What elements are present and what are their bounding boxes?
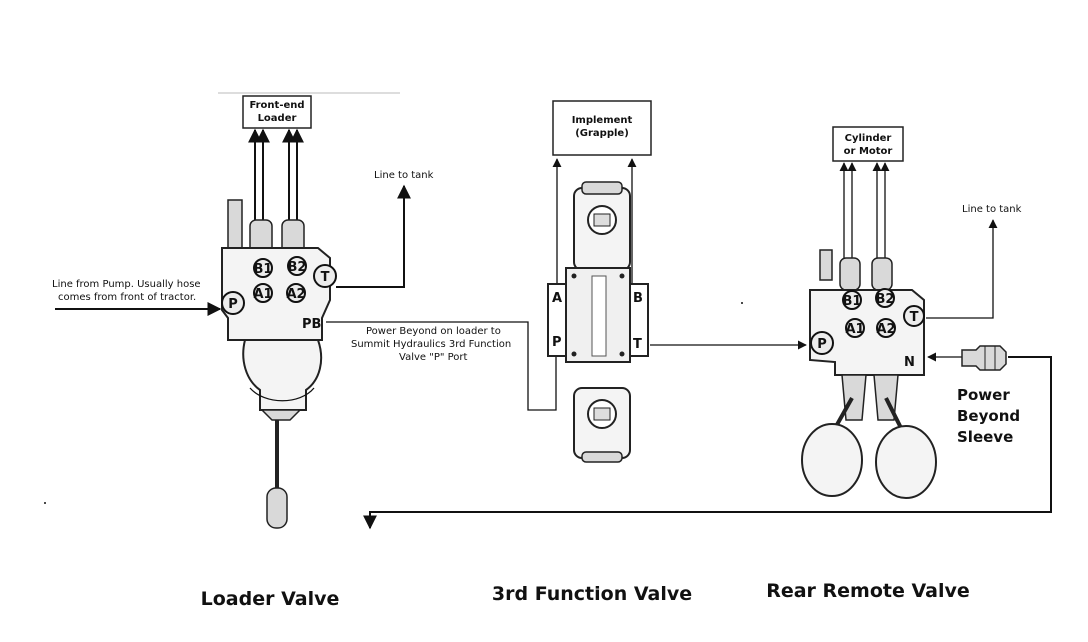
rear-port-t-label: T bbox=[910, 310, 919, 325]
sleeve-label-2: Beyond bbox=[957, 407, 1020, 425]
solenoid-bottom-plug bbox=[593, 407, 611, 421]
solenoid-top-cap bbox=[581, 181, 623, 195]
line-to-tank-label-2: Line to tank bbox=[962, 204, 1022, 215]
rear-knob-2 bbox=[875, 425, 937, 499]
third-port-p: P bbox=[552, 335, 562, 350]
front-end-loader-label-1: Front-end bbox=[249, 100, 304, 111]
rear-port-a2-circle bbox=[876, 318, 896, 338]
rear-port-b1-circle bbox=[842, 290, 862, 310]
bolt-1 bbox=[571, 273, 577, 279]
port-a1-circle bbox=[253, 283, 273, 303]
bolt-4 bbox=[619, 351, 625, 357]
rear-lever-2 bbox=[884, 397, 904, 431]
joystick-handle bbox=[266, 487, 288, 529]
pump-note-line-1: Line from Pump. Usually hose bbox=[52, 279, 201, 290]
bolt-2 bbox=[619, 273, 625, 279]
rear-port-a1-circle bbox=[845, 318, 865, 338]
joystick-boot bbox=[260, 409, 302, 421]
solenoid-top-plug bbox=[593, 213, 611, 227]
third-port-a: A bbox=[552, 291, 562, 306]
rear-remote-valve: Cylinder or Motor B1 B2 A1 A2 T P N Lin bbox=[801, 126, 1022, 499]
rear-port-a1-label: A1 bbox=[845, 322, 864, 337]
rear-relief-valve bbox=[819, 249, 833, 281]
stray-dot-2 bbox=[741, 302, 743, 304]
implement-box bbox=[552, 100, 652, 156]
rear-port-p-circle bbox=[810, 331, 834, 355]
return-line bbox=[363, 356, 1052, 530]
cylinder-motor-label-1: Cylinder bbox=[845, 133, 892, 144]
rear-knob-1 bbox=[801, 423, 863, 497]
rear-port-b2-label: B2 bbox=[876, 292, 895, 307]
rear-spool-cap-1 bbox=[839, 257, 861, 291]
port-b2-circle bbox=[287, 256, 307, 276]
power-beyond-sleeve bbox=[961, 345, 1007, 371]
port-pb-label: PB bbox=[302, 317, 321, 332]
joystick-base bbox=[242, 339, 323, 411]
port-t-label: T bbox=[321, 270, 330, 285]
port-t-circle bbox=[313, 264, 337, 288]
third-port-t: T bbox=[633, 337, 642, 352]
sleeve-label-1: Power bbox=[957, 386, 1010, 404]
sleeve-label-3: Sleeve bbox=[957, 428, 1013, 446]
caption-third-function-valve: 3rd Function Valve bbox=[492, 583, 692, 605]
caption-loader-valve: Loader Valve bbox=[201, 588, 340, 610]
rear-spool-cap-2 bbox=[871, 257, 893, 291]
caption-rear-remote-valve: Rear Remote Valve bbox=[766, 580, 970, 602]
pump-note-line-2: comes from front of tractor. bbox=[58, 292, 196, 303]
cylinder-motor-label-2: or Motor bbox=[844, 146, 893, 157]
stray-dot-1 bbox=[44, 502, 46, 504]
solenoid-bottom-cap bbox=[581, 451, 623, 463]
pb-note-line-2: Summit Hydraulics 3rd Function bbox=[351, 339, 511, 350]
port-b2-label: B2 bbox=[288, 260, 307, 275]
implement-label-1: Implement bbox=[572, 115, 633, 126]
pb-note-line-1: Power Beyond on loader to bbox=[366, 326, 501, 337]
rear-tank-line bbox=[926, 219, 998, 319]
port-p-circle bbox=[221, 291, 245, 315]
third-function-valve: Implement (Grapple) A B P T bbox=[547, 100, 652, 463]
rear-port-b2-circle bbox=[875, 288, 895, 308]
loader-tank-line bbox=[336, 184, 411, 288]
rear-port-n-label: N bbox=[904, 355, 915, 370]
rear-port-a2-label: A2 bbox=[876, 322, 895, 337]
line-to-tank-label-1: Line to tank bbox=[374, 170, 434, 181]
port-a1-label: A1 bbox=[253, 287, 272, 302]
relief-valve bbox=[227, 199, 243, 249]
pb-note-line-3: Valve "P" Port bbox=[399, 352, 468, 363]
port-a2-label: A2 bbox=[286, 287, 305, 302]
boot-ring bbox=[249, 387, 315, 402]
port-b1-circle bbox=[253, 258, 273, 278]
front-end-loader-box bbox=[242, 95, 312, 129]
loader-valve: Front-end Loader B1 B2 A1 A2 T P PB Line bbox=[52, 92, 434, 529]
rear-port-t-circle bbox=[903, 305, 925, 327]
rear-port-p-label: P bbox=[817, 337, 827, 352]
cylinder-motor-box bbox=[832, 126, 904, 162]
power-beyond-line bbox=[326, 321, 561, 411]
front-end-loader-label-2: Loader bbox=[258, 113, 297, 124]
third-port-b: B bbox=[633, 291, 643, 306]
port-p-label: P bbox=[228, 297, 238, 312]
port-b1-label: B1 bbox=[254, 262, 273, 277]
port-a2-circle bbox=[286, 283, 306, 303]
bolt-3 bbox=[571, 351, 577, 357]
implement-label-2: (Grapple) bbox=[575, 128, 629, 139]
valve-label-plate bbox=[591, 275, 607, 357]
rear-port-b1-label: B1 bbox=[843, 294, 862, 309]
